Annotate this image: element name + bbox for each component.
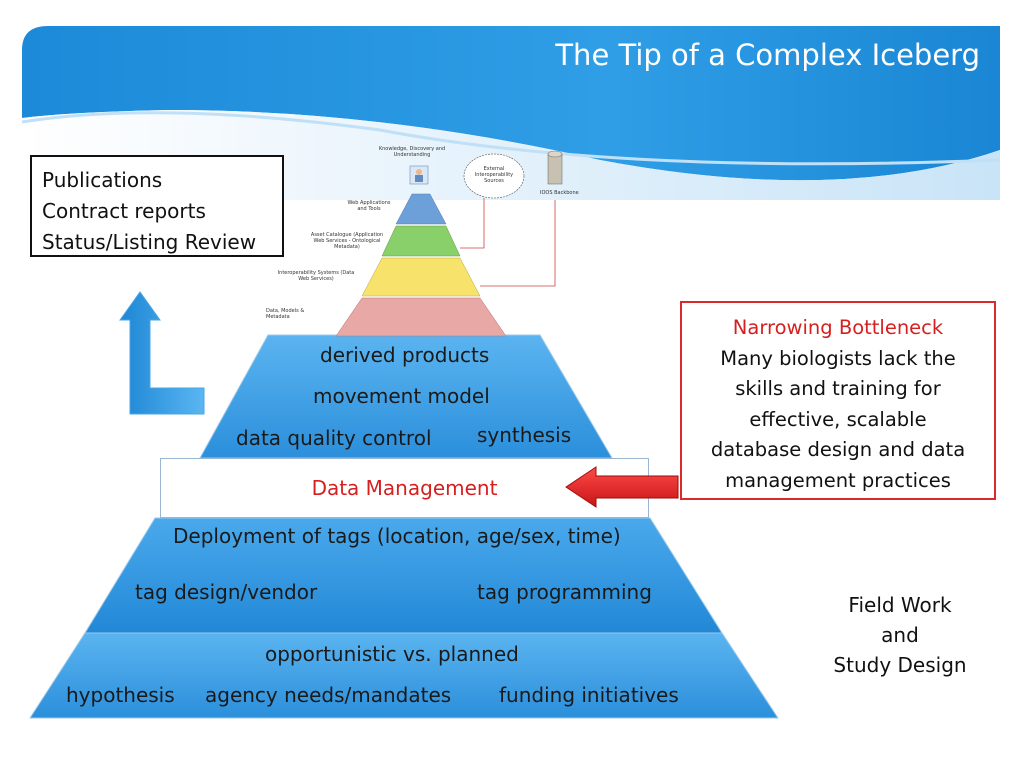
data-quality-control-label: data quality control <box>236 426 432 450</box>
bottleneck-title: Narrowing Bottleneck <box>732 316 944 339</box>
field-work-line: Study Design <box>833 653 967 677</box>
mini-label-external: External Interoperability Sources <box>474 166 514 184</box>
pyramid-bottom-layer <box>29 632 779 719</box>
bottleneck-box: Narrowing Bottleneck Many biologists lac… <box>680 301 996 500</box>
mini-label-ioos: IOOS Backbone <box>540 190 579 196</box>
agency-needs-label: agency needs/mandates <box>205 683 452 707</box>
mini-label-interop: Interoperability Systems (Data Web Servi… <box>277 270 355 282</box>
bottleneck-line: effective, scalable <box>749 407 927 431</box>
architecture-mini-diagram <box>335 150 563 337</box>
bottleneck-line: skills and training for <box>735 377 941 400</box>
status-listing-line: Status/Listing Review <box>42 230 257 254</box>
tag-programming-label: tag programming <box>477 580 652 604</box>
synthesis-label: synthesis <box>477 423 572 447</box>
movement-model-label: movement model <box>313 384 490 408</box>
left-arrow-icon <box>565 466 679 508</box>
publications-line: Publications <box>42 168 163 192</box>
mini-label-asset-catalogue: Asset Catalogue (Application Web Service… <box>310 232 384 250</box>
mini-label-knowledge: Knowledge, Discovery and Understanding <box>378 146 446 158</box>
hypothesis-label: hypothesis <box>66 683 175 707</box>
data-management-label: Data Management <box>311 476 498 500</box>
field-work-line: Field Work <box>848 593 952 617</box>
up-arrow-icon <box>119 291 205 415</box>
derived-products-label: derived products <box>320 343 490 367</box>
bottleneck-line: management practices <box>725 468 951 492</box>
mini-label-web-apps: Web Applications and Tools <box>347 200 391 212</box>
field-work-line: and <box>881 623 919 647</box>
bottleneck-line: Many biologists lack the <box>720 346 956 370</box>
opportunistic-label: opportunistic vs. planned <box>265 642 519 666</box>
field-work-label: Field Work and Study Design <box>820 590 980 680</box>
mini-label-data-models: Data, Models & Metadata <box>266 308 305 320</box>
tag-design-label: tag design/vendor <box>135 580 318 604</box>
contract-reports-line: Contract reports <box>42 199 206 223</box>
slide-title: The Tip of a Complex Iceberg <box>555 38 980 72</box>
funding-initiatives-label: funding initiatives <box>499 683 679 707</box>
publications-box: Publications Contract reports Status/Lis… <box>30 155 284 257</box>
deployment-label: Deployment of tags (location, age/sex, t… <box>173 524 621 548</box>
bottleneck-line: database design and data <box>710 438 966 461</box>
data-management-band: Data Management <box>160 458 649 518</box>
